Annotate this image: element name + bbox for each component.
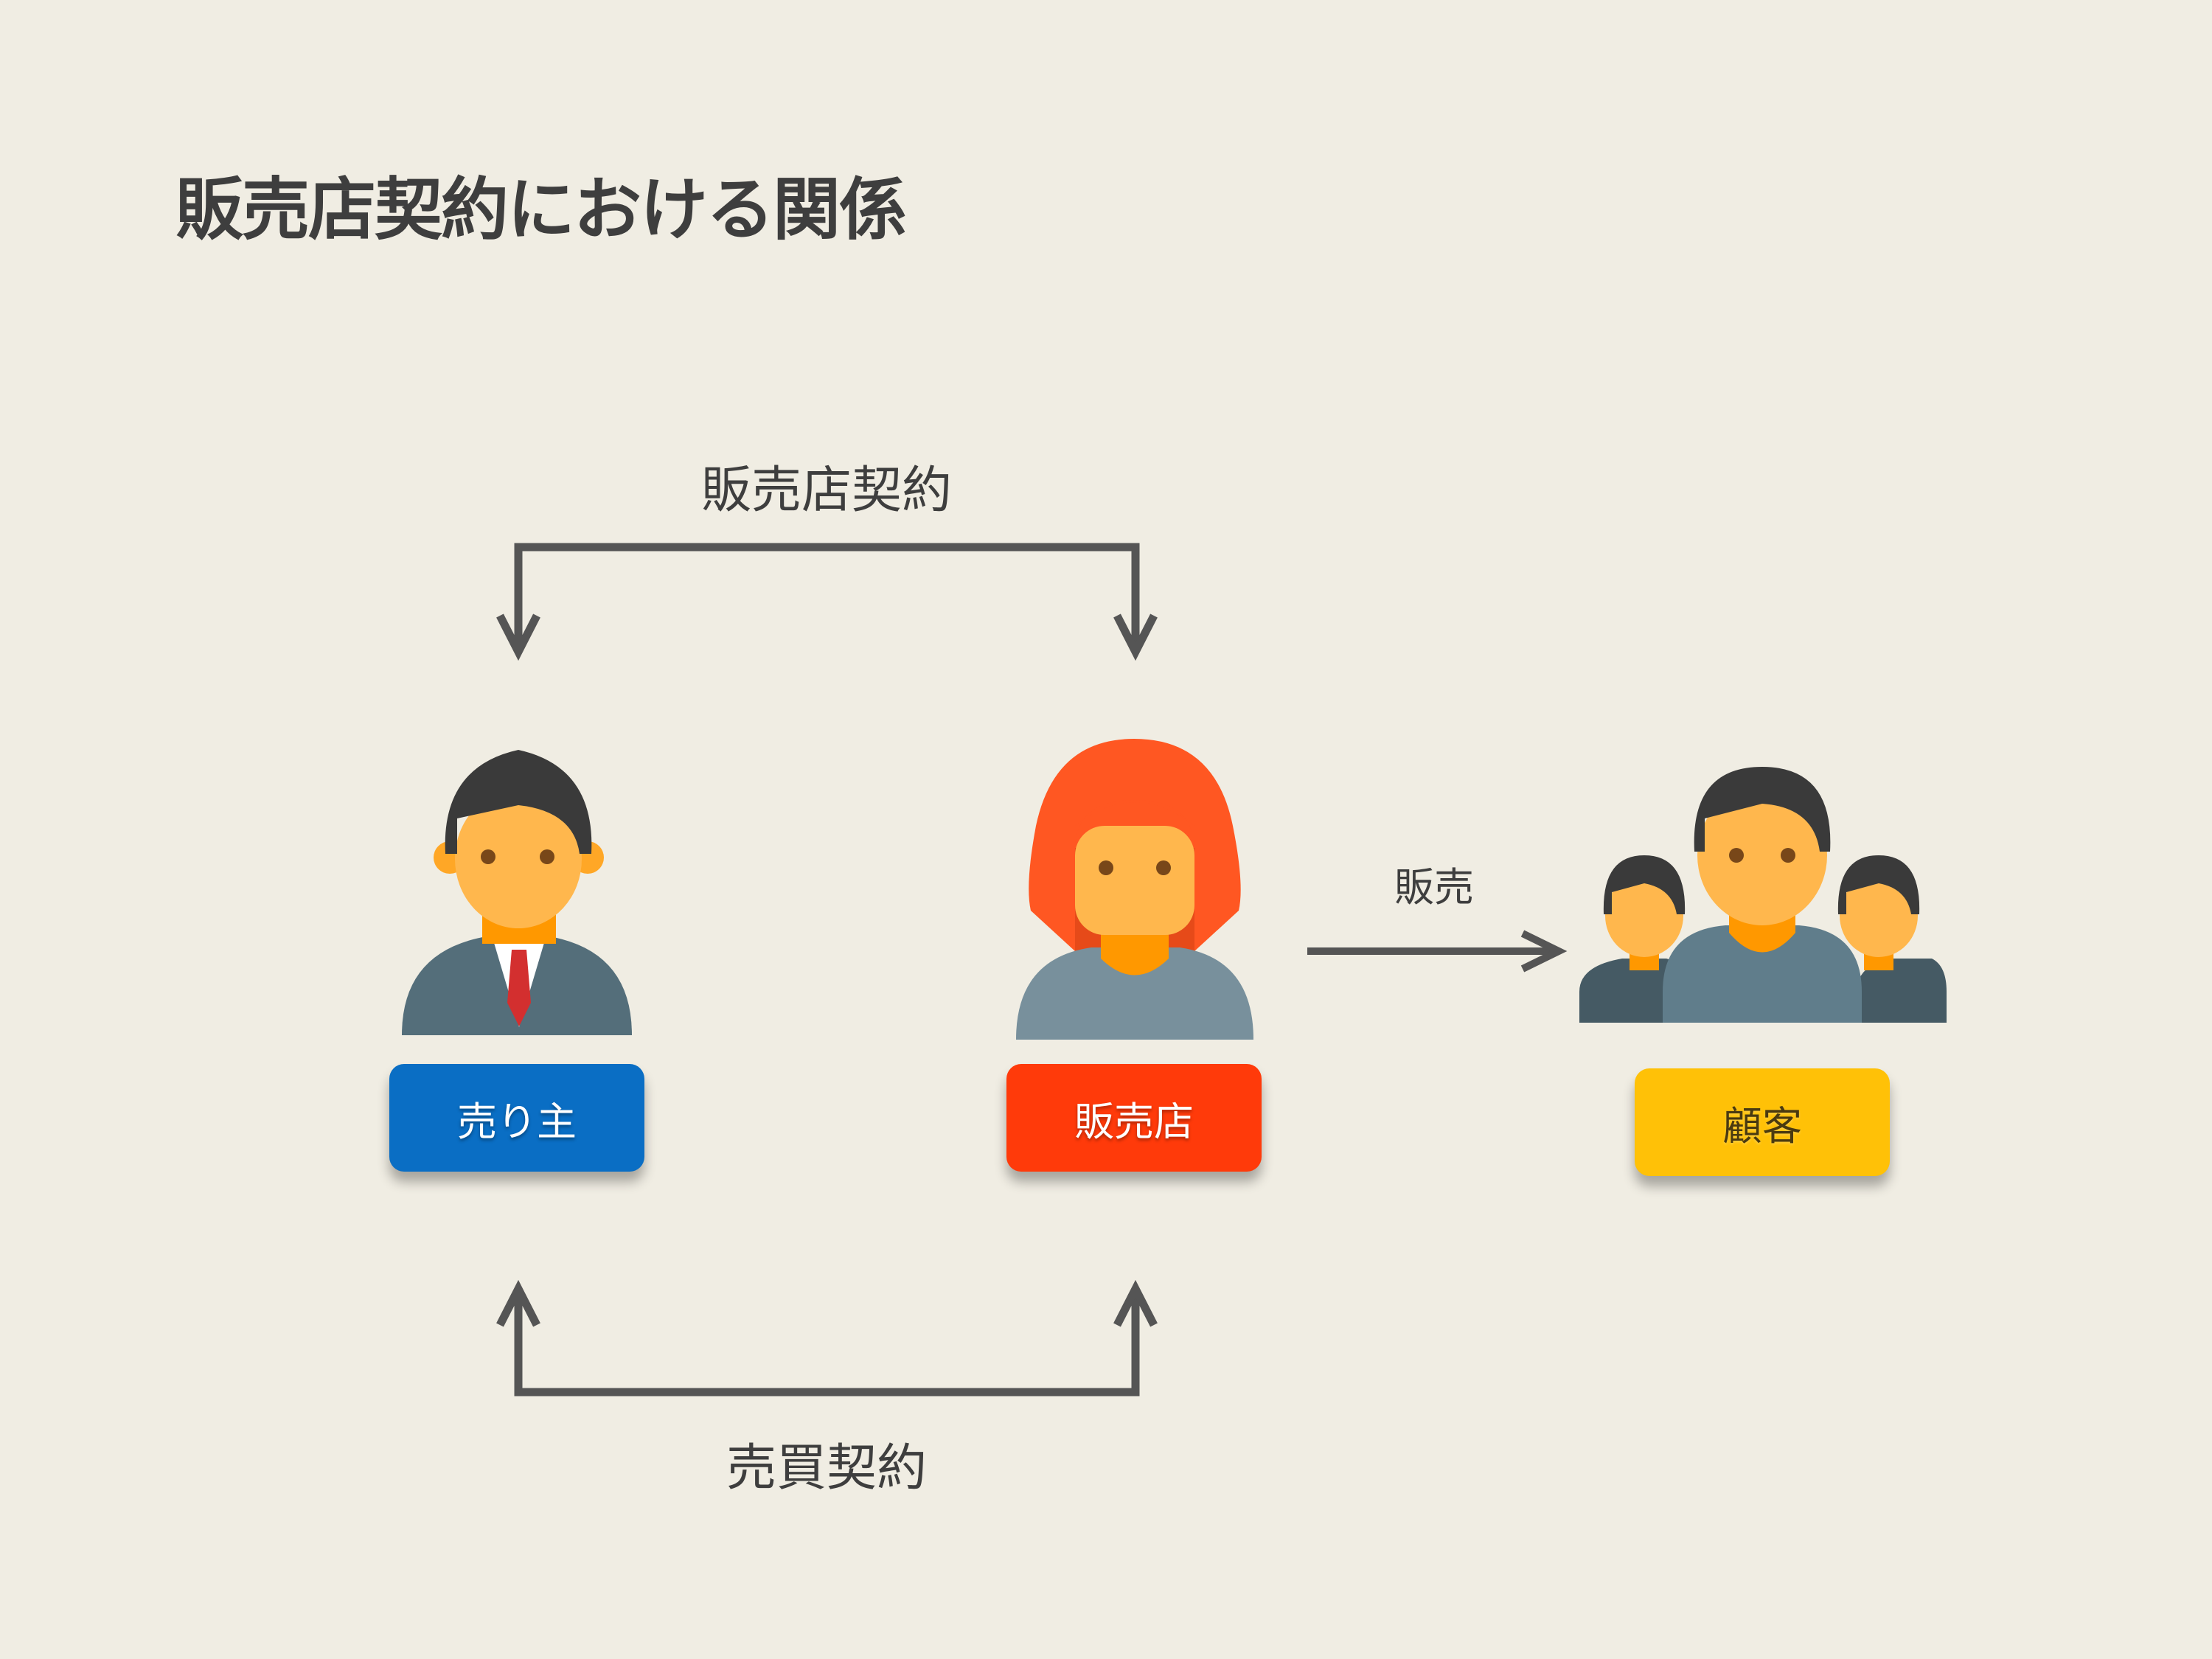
customer-label: 顧客 (1722, 1102, 1802, 1150)
seller-badge: 売り主 (389, 1064, 644, 1172)
group-icon (1579, 767, 1947, 1023)
seller-label: 売り主 (457, 1098, 577, 1145)
dealer-label: 販売店 (1074, 1098, 1194, 1145)
sales-contract-arrow (496, 1279, 1158, 1397)
dealer-badge: 販売店 (1006, 1064, 1262, 1172)
businessman-icon (402, 750, 632, 1035)
dealer-contract-arrow (496, 543, 1158, 661)
page-title: 販売店契約における関係 (175, 170, 907, 249)
sale-arrow (1307, 930, 1568, 973)
customer-badge: 顧客 (1635, 1068, 1890, 1176)
sale-label: 販売 (1394, 864, 1474, 911)
woman-icon (1016, 739, 1253, 1040)
sales-contract-label: 売買契約 (726, 1439, 927, 1498)
dealer-contract-label: 販売店契約 (701, 462, 952, 520)
